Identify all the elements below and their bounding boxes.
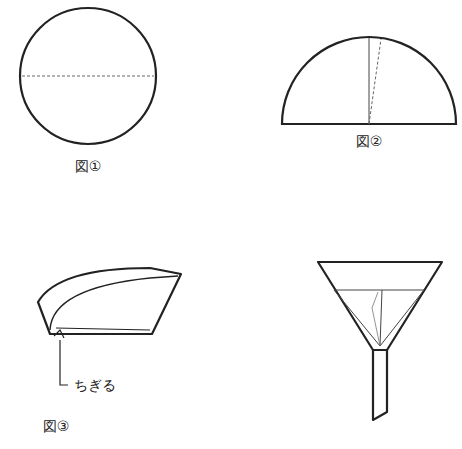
figure-number: 図① [73, 158, 104, 174]
half-circle [282, 37, 456, 124]
paper-edge [334, 290, 424, 291]
figure-number: 図② [354, 133, 385, 149]
funnel-stem [373, 350, 387, 420]
filter-paper [334, 290, 424, 346]
paper-layer [56, 328, 150, 330]
filter-paper-circle [20, 8, 156, 144]
fold-line [369, 39, 381, 124]
folded-paper [38, 268, 181, 334]
filter-paper-fold [380, 290, 382, 346]
torn-corner [54, 330, 64, 338]
fold-line [369, 38, 370, 124]
figure-number: 図③ [41, 418, 72, 434]
paper-layer [50, 276, 178, 330]
filter-paper-fold [372, 292, 380, 346]
leader-line [60, 340, 68, 385]
fold-line [22, 76, 154, 77]
instruction-label: ちぎる [72, 377, 118, 393]
funnel [318, 262, 442, 350]
